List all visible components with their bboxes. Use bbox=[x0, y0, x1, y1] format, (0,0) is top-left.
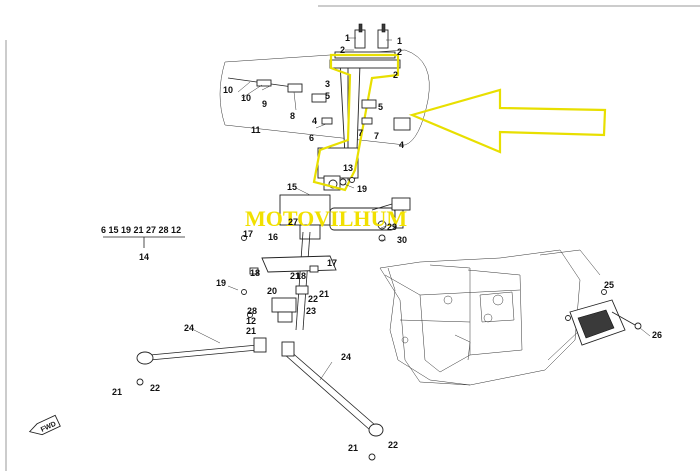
forward-arrow-icon: FWD bbox=[28, 414, 61, 436]
callout-3: 3 bbox=[325, 79, 330, 89]
callout-18: 18 bbox=[296, 271, 306, 281]
column-hardware bbox=[227, 77, 411, 186]
callout-8: 8 bbox=[290, 111, 295, 121]
watermark: MOTOVILHUM bbox=[245, 206, 407, 231]
callout-20: 20 bbox=[267, 286, 277, 296]
frame-section bbox=[379, 249, 601, 386]
callout-21: 21 bbox=[246, 326, 256, 336]
eps-motor bbox=[279, 177, 411, 242]
callout-21: 21 bbox=[319, 289, 329, 299]
callout-21: 21 bbox=[290, 271, 300, 281]
callout-29: 29 bbox=[387, 222, 397, 232]
callout-17: 17 bbox=[327, 258, 337, 268]
callout-16: 16 bbox=[268, 232, 278, 242]
callout-22: 22 bbox=[150, 383, 160, 393]
callout-1: 1 bbox=[397, 36, 402, 46]
callout-2: 2 bbox=[397, 47, 402, 57]
callout-4: 4 bbox=[399, 140, 404, 150]
callout-4: 4 bbox=[312, 116, 317, 126]
callout-12: 12 bbox=[246, 316, 256, 326]
group-14-label: 14 bbox=[139, 252, 149, 262]
callout-11: 11 bbox=[251, 125, 261, 135]
eps-controller bbox=[565, 289, 642, 346]
callout-19: 19 bbox=[357, 184, 367, 194]
callout-22: 22 bbox=[308, 294, 318, 304]
callout-28: 28 bbox=[247, 306, 257, 316]
callout-10: 10 bbox=[223, 85, 233, 95]
callout-7: 7 bbox=[374, 131, 379, 141]
callout-15: 15 bbox=[287, 182, 297, 192]
callout-27: 27 bbox=[288, 217, 298, 227]
callout-5: 5 bbox=[325, 91, 330, 101]
callout-24: 24 bbox=[341, 352, 351, 362]
callout-5: 5 bbox=[378, 102, 383, 112]
callout-30: 30 bbox=[397, 235, 407, 245]
callout-1: 1 bbox=[345, 33, 350, 43]
callout-7: 7 bbox=[358, 128, 363, 138]
callout-10: 10 bbox=[241, 93, 251, 103]
callout-ellipse-11 bbox=[219, 49, 430, 146]
callout-2: 2 bbox=[340, 45, 345, 55]
callout-19: 19 bbox=[216, 278, 226, 288]
callout-6: 6 bbox=[309, 133, 314, 143]
callout-17: 17 bbox=[243, 229, 253, 239]
highlight-arrow bbox=[408, 88, 607, 154]
callout-18: 18 bbox=[250, 268, 260, 278]
group-14-members: 6 15 19 21 27 28 12 bbox=[101, 225, 181, 235]
callout-labels: 1 1 2 2 2 3 4 4 5 5 6 7 7 8 9 10 10 11 1… bbox=[112, 33, 662, 453]
steering-column bbox=[317, 23, 401, 191]
callout-24: 24 bbox=[184, 323, 194, 333]
callout-21: 21 bbox=[348, 443, 358, 453]
callout-13: 13 bbox=[343, 163, 353, 173]
lower-shaft-assembly bbox=[241, 231, 337, 331]
callout-23: 23 bbox=[306, 306, 316, 316]
callout-22: 22 bbox=[388, 440, 398, 450]
callout-26: 26 bbox=[652, 330, 662, 340]
callout-2: 2 bbox=[393, 70, 398, 80]
tie-rods bbox=[136, 337, 384, 461]
callout-9: 9 bbox=[262, 99, 267, 109]
callout-25: 25 bbox=[604, 280, 614, 290]
highlight-outline bbox=[312, 53, 400, 192]
callout-21: 21 bbox=[112, 387, 122, 397]
leader-lines bbox=[193, 37, 651, 381]
